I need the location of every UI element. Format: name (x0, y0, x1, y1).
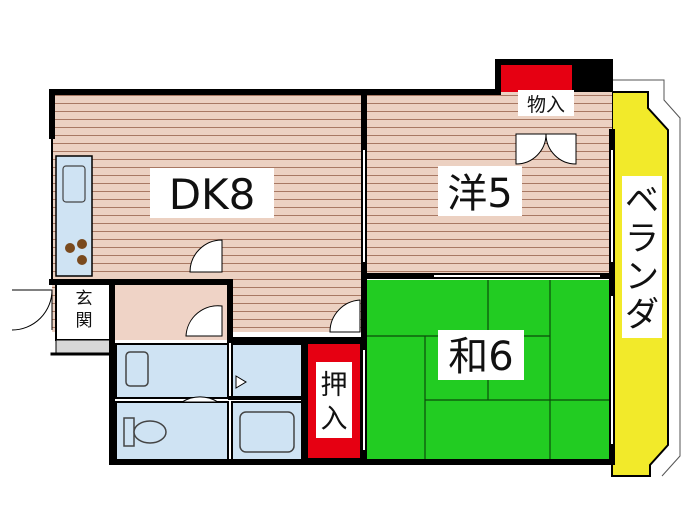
entrance-label-bottom: 関 (76, 311, 93, 331)
closet-label-top: 押 (321, 370, 348, 401)
stove-icon (65, 239, 87, 265)
drain-mark (235, 375, 247, 389)
door-swings (180, 133, 577, 403)
laundry-area (231, 343, 303, 399)
entrance (55, 281, 113, 341)
balcony-label-2: ラ (625, 219, 659, 259)
balcony-railing (612, 79, 681, 477)
dk-label-bg (150, 168, 274, 218)
balcony-label-4: ダ (625, 295, 659, 335)
closet-label-bg (316, 362, 352, 438)
windows (363, 150, 613, 450)
entrance-step (55, 339, 113, 355)
kitchen-sink (62, 165, 86, 203)
entrance-label-top: 玄 (76, 289, 93, 309)
balcony-label-1: ベ (625, 181, 659, 221)
entrance-door-swing (11, 289, 53, 331)
bathtub (239, 411, 295, 453)
storage-label: 物入 (527, 94, 565, 116)
western-label-bg (438, 166, 522, 216)
balcony-label-3: ン (625, 257, 659, 297)
toilet-icon (123, 417, 167, 447)
closet-label-bottom: 入 (321, 404, 348, 435)
balcony-label-bg (622, 176, 662, 338)
room-label-western: 洋5 (447, 171, 512, 217)
toilet-room (115, 401, 229, 461)
room-label-japanese: 和6 (448, 334, 513, 380)
room-label-dk: DK8 (169, 170, 256, 219)
storage-black-corner (572, 64, 608, 92)
japanese-label-bg (438, 330, 524, 380)
storage-label-bg (518, 90, 574, 116)
sink (125, 351, 149, 387)
